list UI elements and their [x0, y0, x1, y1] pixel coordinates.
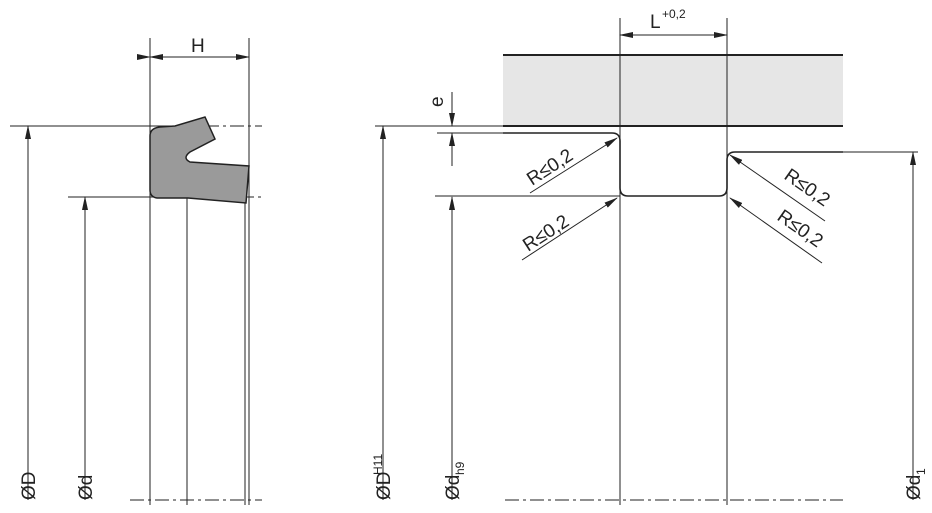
groove-tolerance: h9 [453, 461, 467, 475]
offset-label: e [427, 96, 448, 107]
width-label: H [191, 36, 205, 57]
outer-diameter-label: ØD [19, 472, 40, 501]
seal-profile [149, 116, 250, 204]
groove-width-tolerance: +0,2 [662, 7, 686, 21]
seal-view: H ØD Ød [10, 36, 262, 505]
radius-label: R≤0,2 [519, 211, 573, 256]
groove-diameter-label: Ød [443, 475, 464, 500]
bore-diameter-label: ØD [374, 472, 395, 501]
groove-view: L +0,2 e R≤0,2 R≤0,2 R≤0,2 R≤0,2 ØD H11 … [371, 7, 928, 505]
inner-diameter-label: Ød [76, 475, 97, 500]
bore-tolerance: H11 [371, 454, 385, 475]
radius-label: R≤0,2 [780, 165, 833, 211]
radius-label: R≤0,2 [773, 206, 826, 252]
radius-label: R≤0,2 [523, 145, 577, 190]
rod-subscript: 1 [914, 468, 928, 475]
housing [503, 55, 843, 126]
groove-width-label: L [650, 12, 661, 33]
rod-diameter-label: Ød [904, 475, 925, 500]
